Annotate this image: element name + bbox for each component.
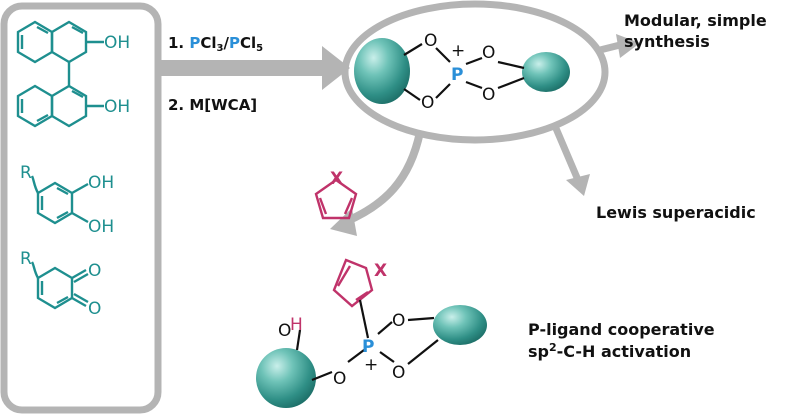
product-plus-charge: +	[364, 355, 378, 375]
ball-right	[522, 52, 570, 92]
arrow-modular-head	[616, 34, 640, 58]
arrow-activation	[343, 131, 424, 226]
product-o-top: O	[392, 311, 405, 331]
product-ellipse	[341, 0, 609, 144]
product-o-bottom: O	[392, 363, 405, 383]
heteroarene-bound	[332, 258, 374, 308]
product-phosphorus: P	[362, 337, 374, 357]
product-bonds	[295, 299, 439, 382]
ellipse-o-top-left: O	[424, 31, 437, 51]
arrow-lewis	[551, 124, 582, 182]
product-o-hydroxyl: O	[278, 321, 291, 341]
ellipse-plus-charge: +	[451, 41, 465, 61]
product-h-atom: H	[290, 315, 303, 335]
quinone-r-group: R	[20, 249, 32, 269]
modular-label-line2: synthesis	[624, 32, 710, 51]
phosphonium-bonds	[403, 43, 525, 101]
lewis-label: Lewis superacidic	[596, 203, 756, 222]
catechol-structure	[30, 175, 89, 225]
step1-reagents: 1. PCl3/PCl5	[168, 34, 263, 54]
ball-product-left	[256, 348, 316, 408]
heteroarene-free	[314, 178, 358, 220]
quinone-structure	[30, 261, 89, 310]
ball-product-right	[433, 305, 487, 345]
coop-label-line1: P-ligand cooperative	[528, 320, 715, 339]
ellipse-o-top-right: O	[482, 43, 495, 63]
heteroarene-free-x: X	[330, 169, 343, 189]
quinone-o-top: O	[88, 261, 101, 281]
starting-materials-box	[0, 2, 162, 414]
modular-label-line1: Modular, simple	[624, 11, 767, 30]
catechol-r-group: R	[20, 163, 32, 183]
coop-label-line2: sp2-C-H activation	[528, 341, 691, 361]
quinone-o-bottom: O	[88, 299, 101, 319]
heteroarene-bound-x: X	[374, 261, 387, 281]
ball-left	[354, 38, 410, 104]
ellipse-o-bottom-right: O	[482, 85, 495, 105]
binol-oh-bottom: OH	[104, 97, 130, 117]
catechol-oh-top: OH	[88, 173, 114, 193]
binol-structure	[16, 20, 104, 128]
arrow-lewis-head	[566, 174, 590, 196]
main-reaction-arrow	[158, 46, 350, 90]
arrow-modular	[599, 41, 621, 54]
product-o-bridge: O	[333, 369, 346, 389]
binol-oh-top: OH	[104, 33, 130, 53]
ellipse-phosphorus: P	[451, 65, 463, 85]
ellipse-o-bottom-left: O	[421, 93, 434, 113]
arrow-activation-head	[330, 208, 357, 236]
catechol-oh-bottom: OH	[88, 217, 114, 237]
step2-reagent: 2. M[WCA]	[168, 96, 257, 114]
